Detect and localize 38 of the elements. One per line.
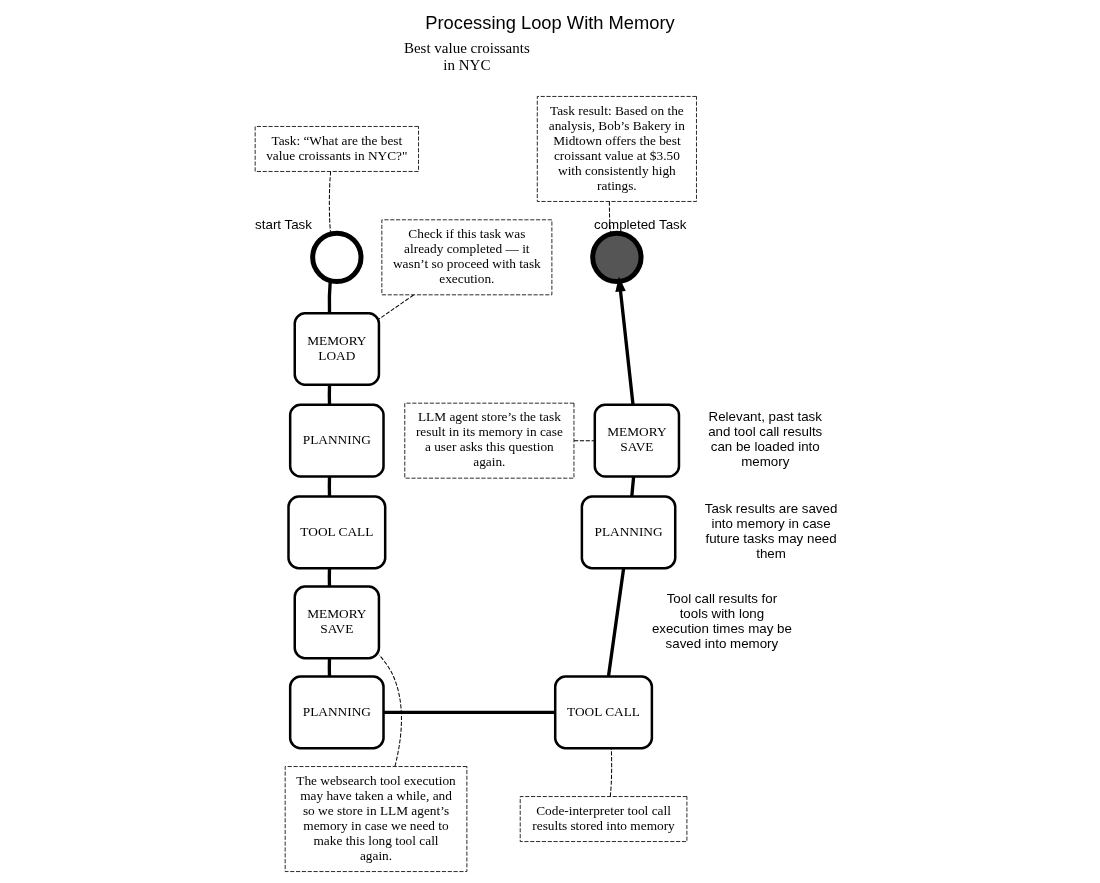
connector — [573, 440, 596, 442]
node-box: Code-interpreter tool call results stored into memory — [519, 796, 688, 842]
label: Relevant, past task and tool call results can be loaded into memory — [708, 409, 823, 470]
node-box: PLANNING — [580, 495, 677, 570]
node-box: TOOL CALL — [553, 675, 654, 750]
connector — [328, 171, 332, 235]
connector — [630, 476, 636, 497]
diagram-title: Processing Loop With Memory — [425, 12, 675, 34]
node-circle — [590, 230, 644, 284]
connector — [327, 280, 332, 314]
arrow — [615, 276, 635, 405]
connector — [609, 747, 613, 797]
node-label: completed Task — [594, 216, 687, 232]
node-box: MEMORY SAVE — [593, 403, 681, 478]
node-box: TOOL CALL — [287, 495, 387, 570]
node-box: MEMORY LOAD — [293, 311, 381, 387]
connector — [327, 568, 332, 587]
node-box: MEMORY SAVE — [293, 585, 381, 660]
connector — [606, 567, 626, 677]
label: Task results are saved into memory in case future tasks may need them — [704, 501, 838, 562]
connector — [327, 658, 332, 677]
connector — [378, 654, 402, 767]
node-box: PLANNING — [288, 675, 385, 750]
connector — [383, 710, 556, 715]
node-box: LLM agent store’s the task result in its memory in case a user asks this question again. — [404, 402, 575, 479]
node-box: Task: “What are the best value croissants in NYC?" — [254, 126, 419, 172]
node-box: The websearch tool execution may have taken a while, and so we store in LLM agent’s memory in case we need to make this long tool call again. — [284, 766, 468, 872]
node-box: Check if this task was already completed — it wasn’t so proceed with task execution. — [381, 219, 553, 296]
node-box: PLANNING — [288, 403, 385, 478]
node-label: start Task — [255, 216, 312, 232]
connector — [327, 476, 332, 497]
connector — [378, 294, 415, 320]
node-box: Task result: Based on the analysis, Bob’s Bakery in Midtown offers the best croissant value at $3.50 with consistently high ratings. — [536, 96, 697, 202]
connector — [327, 384, 332, 405]
node-circle — [310, 230, 364, 284]
label: Tool call results for tools with long execution times may be saved into memory — [651, 591, 792, 652]
label: Best value croissants in NYC — [403, 40, 530, 74]
connector — [608, 201, 612, 235]
